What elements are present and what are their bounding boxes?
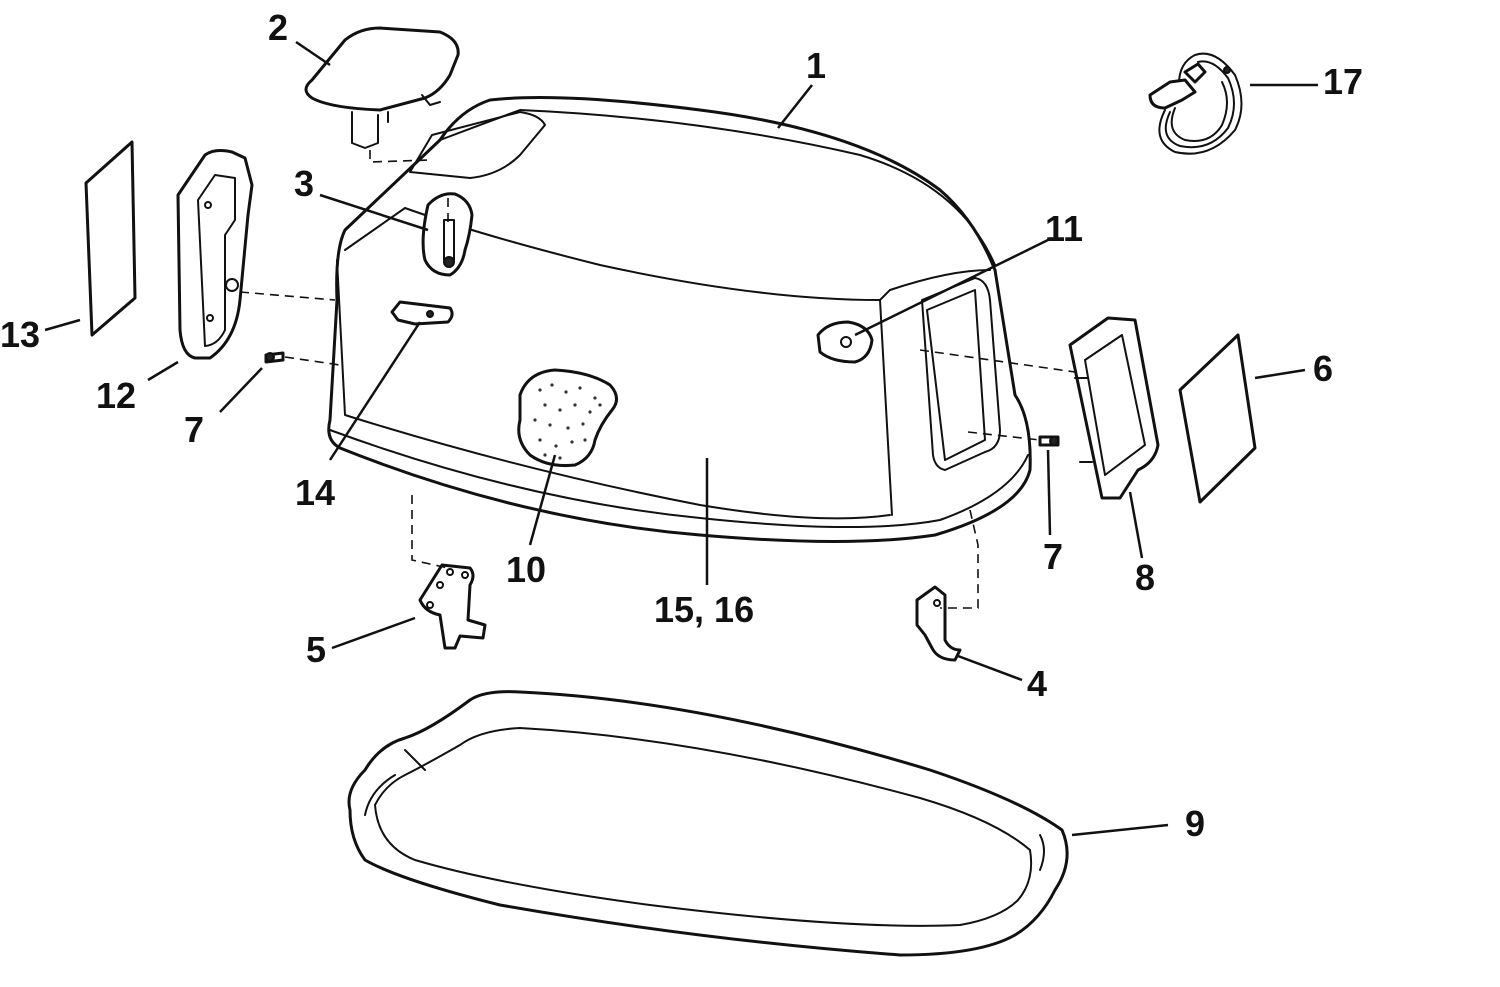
assembly-lines bbox=[239, 291, 1076, 609]
leader-lines bbox=[44, 40, 1318, 837]
callout-17: 17 bbox=[1323, 61, 1363, 102]
callout-6: 6 bbox=[1313, 348, 1333, 389]
cover-plate bbox=[304, 26, 460, 163]
callout-2: 2 bbox=[268, 7, 288, 48]
callout-4: 4 bbox=[1027, 663, 1047, 704]
engine-cover bbox=[327, 96, 1032, 543]
right-frame bbox=[1068, 316, 1160, 500]
callout-10: 10 bbox=[506, 549, 546, 590]
callout-8: 8 bbox=[1135, 557, 1155, 598]
cable-harness bbox=[1148, 52, 1243, 155]
callout-1: 1 bbox=[806, 45, 826, 86]
callout-3: 3 bbox=[294, 163, 314, 204]
callout-5: 5 bbox=[306, 629, 326, 670]
right-screw bbox=[1038, 435, 1060, 447]
callout-labels: 1 2 3 4 5 6 7 7 8 9 10 11 12 13 14 15, 1… bbox=[0, 7, 1363, 844]
latch-bracket bbox=[390, 300, 454, 326]
grommet bbox=[816, 320, 874, 364]
callout-15-16: 15, 16 bbox=[654, 589, 754, 630]
left-screw bbox=[264, 351, 285, 364]
latch-screw-assembly bbox=[421, 192, 474, 277]
callout-11: 11 bbox=[1045, 208, 1083, 249]
callout-13: 13 bbox=[0, 314, 40, 355]
callout-14: 14 bbox=[295, 472, 335, 513]
left-hinge-bracket bbox=[418, 563, 487, 650]
right-hinge-bracket bbox=[915, 585, 962, 662]
left-gasket bbox=[84, 140, 137, 337]
acoustic-foam-patch bbox=[517, 368, 618, 467]
right-gasket bbox=[1178, 333, 1257, 504]
seal-ring bbox=[347, 690, 1069, 957]
left-frame bbox=[176, 149, 254, 360]
callout-7-left: 7 bbox=[184, 409, 204, 450]
callout-12: 12 bbox=[96, 375, 136, 416]
callout-9: 9 bbox=[1185, 803, 1205, 844]
callout-7-right: 7 bbox=[1043, 536, 1063, 577]
